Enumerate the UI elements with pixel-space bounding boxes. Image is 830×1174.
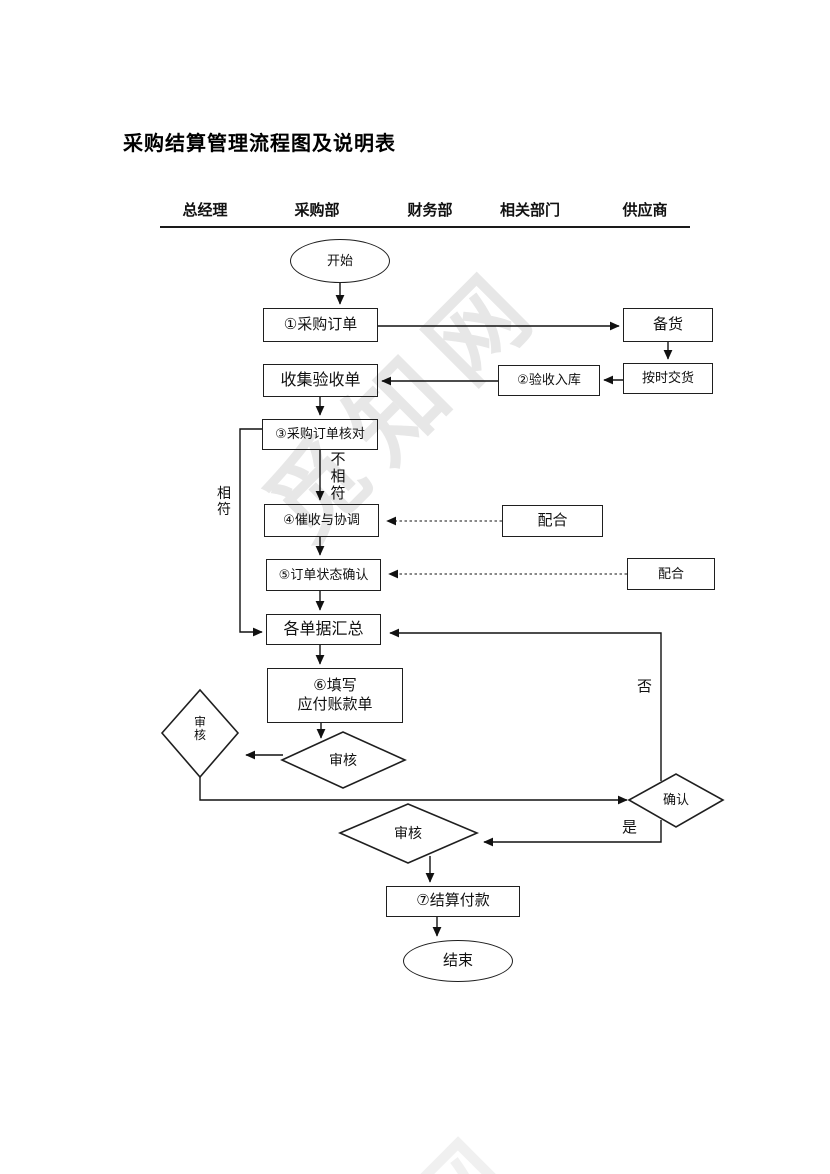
review-purchasing-diamond-shape	[280, 731, 407, 789]
purchase-order-box: ①采购订单	[263, 308, 378, 342]
review-gm-diamond-shape	[160, 688, 240, 779]
start-terminator: 开始	[290, 239, 390, 283]
confirm-diamond-shape	[627, 773, 725, 828]
fill-payable-box: ⑥填写 应付账款单	[267, 668, 403, 723]
stock-up-box: 备货	[623, 308, 713, 342]
fill-payable-line1: ⑥填写	[313, 676, 357, 694]
lane-header-finance-dept: 财务部	[407, 202, 453, 219]
page-title: 采购结算管理流程图及说明表	[123, 133, 396, 155]
documents-summary-box: 各单据汇总	[266, 614, 381, 645]
lane-header-supplier: 供应商	[622, 202, 668, 219]
inspection-warehousing-box: ②验收入库	[498, 365, 600, 396]
review-final-diamond-label: 审核	[394, 825, 422, 841]
edge-label-no: 否	[637, 678, 653, 695]
arrow-gm-review-to-confirm	[199, 777, 628, 805]
edge-label-match: 相符	[217, 485, 231, 517]
lane-header-divider	[160, 226, 690, 228]
review-final-diamond-shape	[337, 803, 480, 864]
edge-label-yes: 是	[622, 819, 638, 836]
deliver-on-time-box: 按时交货	[623, 363, 713, 394]
confirm-diamond-label: 确认	[662, 792, 689, 807]
urge-coordinate-box: ④催收与协调	[264, 504, 379, 537]
lane-header-general-manager: 总经理	[182, 202, 228, 219]
arrow-check-match-to-summary	[239, 428, 263, 637]
cooperate-related-dept-box: 配合	[502, 505, 603, 537]
lane-header-related-dept: 相关部门	[499, 202, 561, 219]
collect-receipts-box: 收集验收单	[263, 364, 378, 397]
edge-label-mismatch: 不相符	[330, 451, 346, 502]
arrow-confirm-yes-to-final-review	[483, 820, 662, 847]
review-gm-diamond-label: 审核	[193, 715, 206, 743]
arrow-confirm-no-to-summary	[389, 628, 662, 781]
order-status-confirm-box: ⑤订单状态确认	[266, 559, 381, 591]
end-terminator: 结束	[403, 940, 513, 982]
cooperate-supplier-box: 配合	[627, 558, 715, 590]
lane-header-purchasing-dept: 采购部	[294, 202, 340, 219]
settlement-payment-box: ⑦结算付款	[386, 886, 520, 917]
review-purchasing-diamond-label: 审核	[329, 752, 357, 768]
fill-payable-line2: 应付账款单	[297, 695, 373, 713]
order-check-box: ③采购订单核对	[262, 419, 378, 450]
